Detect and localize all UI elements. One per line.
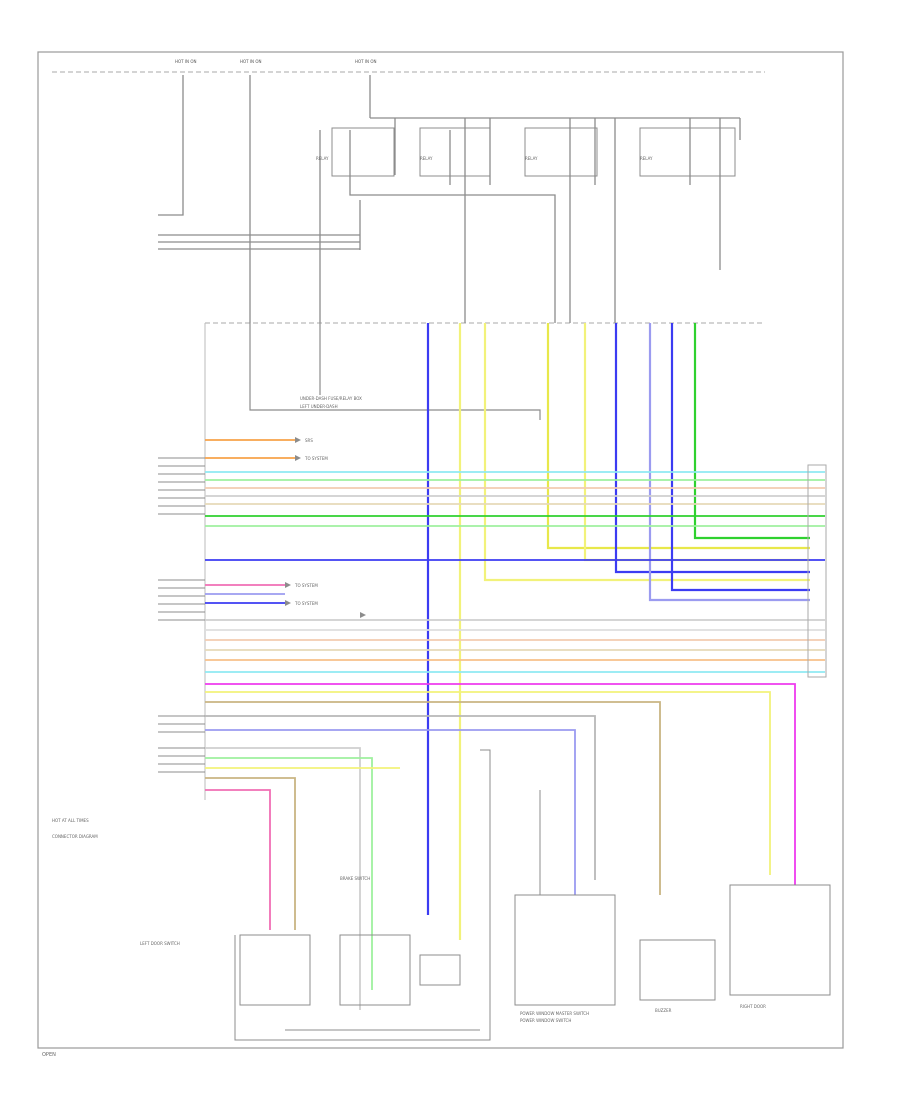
left-side-stubs xyxy=(158,457,205,773)
harness-violet-2 xyxy=(205,729,576,895)
junction-block-label: UNDER-DASH FUSE/RELAY BOX xyxy=(300,396,362,401)
buzzer-label: BUZZER xyxy=(655,1008,672,1013)
relays xyxy=(331,127,736,177)
harness-grey-5 xyxy=(205,747,361,1010)
relay-c-label: RELAY xyxy=(525,156,538,161)
to-system-arrows xyxy=(285,437,366,618)
harness-lightgreen-3 xyxy=(205,757,373,990)
to-system-c: TO SYSTEM xyxy=(294,583,318,588)
horizontal-harness xyxy=(205,439,825,1010)
harness-tan-4 xyxy=(205,777,296,930)
right-door-box xyxy=(729,884,831,996)
right-door-label: RIGHT DOOR xyxy=(740,1004,766,1009)
top-feed-label-c: HOT IN ON xyxy=(355,59,376,64)
power-window-master-label: POWER WINDOW MASTER SWITCH xyxy=(520,1011,589,1016)
left-panel-note: CONNECTOR DIAGRAM xyxy=(52,834,98,839)
master-switch-box xyxy=(419,954,461,986)
relay-c xyxy=(524,127,598,177)
top-feed-label-a: HOT IN ON xyxy=(175,59,196,64)
brake-switch-box xyxy=(339,934,411,1006)
hot-at-all-times: HOT AT ALL TIMES xyxy=(52,818,89,823)
wire-yellow-c xyxy=(546,323,810,550)
to-system-a: SRS xyxy=(305,438,313,443)
bottom-components xyxy=(234,749,831,1041)
left-under-dash-label: LEFT UNDER-DASH xyxy=(300,404,338,409)
wire-yellow-d xyxy=(583,323,810,562)
harness-tan-3 xyxy=(205,701,661,895)
harness-pink-2 xyxy=(205,789,271,930)
fuse-drops xyxy=(249,323,541,420)
harness-magenta xyxy=(205,683,796,885)
wire-blue-c xyxy=(670,323,810,592)
power-window-left-label: POWER WINDOW SWITCH xyxy=(520,1018,571,1023)
top-feed-label-b: HOT IN ON xyxy=(240,59,261,64)
relay-d-label: RELAY xyxy=(640,156,653,161)
relay-d xyxy=(639,127,736,177)
relay-a-label: RELAY xyxy=(316,156,329,161)
relay-b xyxy=(419,127,491,177)
diagram-frame xyxy=(37,51,844,1049)
door-switch-box xyxy=(239,934,311,1006)
harness-grey-4 xyxy=(205,715,596,880)
brake-switch-label: BRAKE SWITCH xyxy=(340,876,370,881)
footer-label: OPEN xyxy=(42,1052,56,1058)
relay-b-label: RELAY xyxy=(420,156,433,161)
top-feed-wires xyxy=(158,75,741,323)
wire-violet-a xyxy=(648,323,810,602)
relay-a xyxy=(331,127,395,177)
to-system-b: TO SYSTEM xyxy=(304,456,328,461)
left-door-switch-label: LEFT DOOR SWITCH xyxy=(140,941,180,946)
wire-yellow-b xyxy=(483,323,810,582)
vertical-colored-wires xyxy=(426,323,810,940)
wire-green-a xyxy=(693,323,810,540)
power-window-box xyxy=(514,894,616,1006)
to-system-d: TO SYSTEM xyxy=(294,601,318,606)
harness-yellow-2 xyxy=(205,691,771,875)
wire-blue-b xyxy=(614,323,810,574)
right-connector-block xyxy=(807,464,827,678)
buzzer-box xyxy=(639,939,716,1001)
